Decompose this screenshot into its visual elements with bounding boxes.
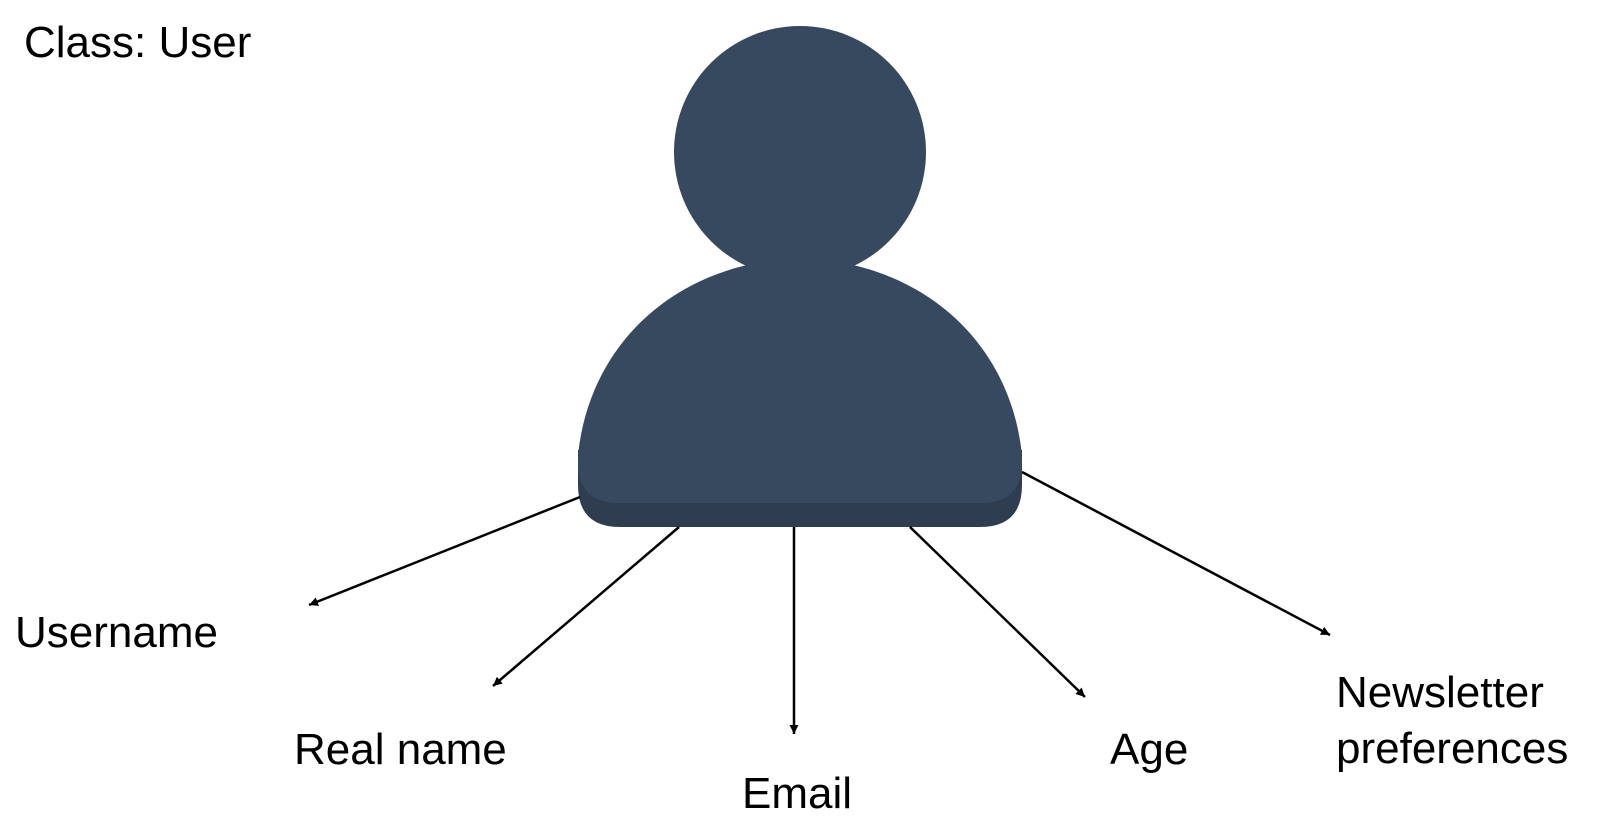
attribute-newsletter-line2: preferences	[1336, 724, 1568, 773]
user-icon-body	[578, 258, 1022, 503]
attribute-real-name: Real name	[294, 725, 507, 774]
attribute-age: Age	[1110, 725, 1188, 774]
attribute-username: Username	[15, 608, 218, 657]
arrow-real-name	[492, 526, 680, 687]
attribute-arrows	[308, 470, 1331, 734]
attribute-newsletter-line1: Newsletter	[1336, 668, 1544, 717]
user-icon	[578, 26, 1022, 527]
user-icon-head	[674, 26, 926, 278]
attribute-email: Email	[742, 769, 852, 818]
class-title: Class: User	[24, 18, 251, 67]
arrow-newsletter	[1021, 470, 1331, 637]
arrow-username	[308, 495, 581, 607]
arrow-age	[909, 526, 1086, 698]
